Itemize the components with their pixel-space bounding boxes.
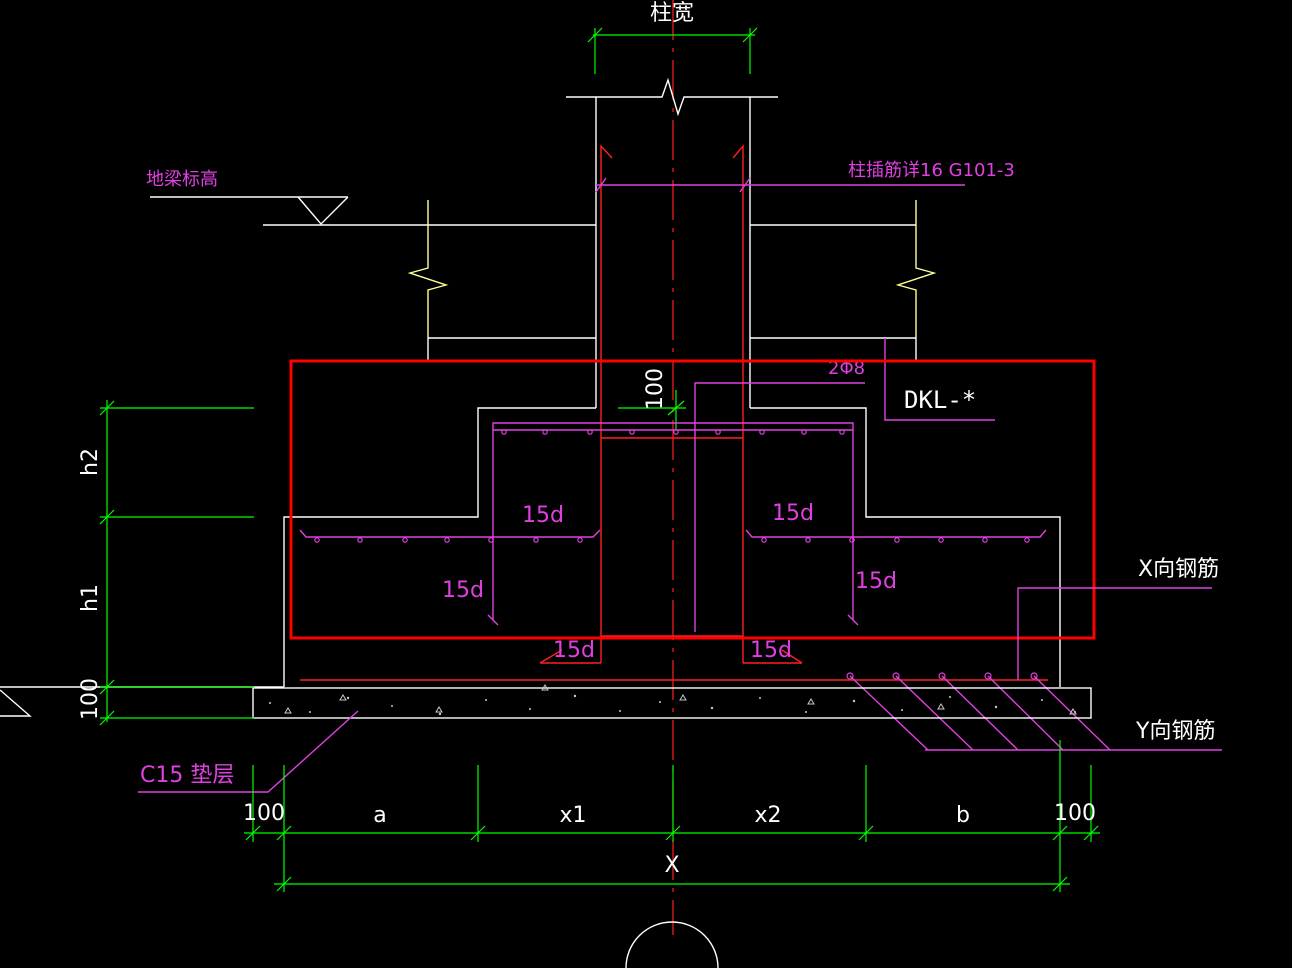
stirrup-label: 2Φ8	[828, 358, 865, 379]
y-rebar-annotation: Y向钢筋	[846, 672, 1222, 751]
dim-x2: x2	[754, 803, 781, 828]
pad-layer-annotation: C15 垫层	[138, 710, 359, 793]
anchor-mid-left: 15d	[442, 578, 484, 603]
highlight-box	[289, 359, 1096, 640]
cover-label: 100	[643, 368, 668, 410]
h2-label: h2	[78, 448, 103, 476]
upper-rebar-mesh: 15d 15d 15d 15d	[442, 422, 897, 626]
cover-dimension: 100	[618, 368, 686, 430]
column-width-label: 柱宽	[650, 1, 694, 26]
h1-label: h1	[78, 584, 103, 612]
pad-layer	[252, 684, 1092, 719]
dim-b: b	[956, 803, 970, 828]
step-rebar-left	[299, 529, 601, 543]
column-width-dimension: 柱宽	[587, 1, 758, 74]
column-dowel-rebars	[300, 144, 1048, 681]
pad-thickness-label: 100	[78, 678, 103, 720]
column-break-line	[566, 77, 778, 117]
anchor-bot-left: 15d	[553, 638, 595, 663]
foundation-outline	[283, 407, 1061, 687]
ground-beam-right	[750, 200, 937, 362]
anchor-top-left: 15d	[522, 503, 564, 528]
anchor-mid-right: 15d	[855, 569, 897, 594]
ground-beam-elevation-label: 地梁标高	[146, 169, 218, 190]
x-rebar-label: X向钢筋	[1138, 557, 1219, 582]
dim-total: X	[664, 853, 679, 878]
dim-x1: x1	[559, 803, 586, 828]
dim-left-100: 100	[243, 801, 285, 826]
ground-marker-left	[0, 686, 284, 717]
column-dowel-annotation: 柱插筋详16 G101-3	[595, 160, 1015, 193]
beam-tag: DKL-*	[884, 338, 995, 421]
column-outline	[595, 97, 751, 408]
anchor-bot-right: 15d	[750, 638, 792, 663]
stirrup-annotation: 2Φ8	[694, 358, 865, 632]
axis-bubble	[625, 921, 719, 968]
dim-right-100: 100	[1054, 801, 1096, 826]
height-dimensions: h2 h1 100	[78, 400, 254, 726]
bottom-anchor-labels: 15d 15d	[553, 638, 792, 663]
ground-beam-elevation-marker: 地梁标高	[146, 169, 428, 226]
pad-layer-label: C15 垫层	[140, 763, 234, 788]
dim-a: a	[373, 803, 386, 828]
beam-tag-label: DKL-*	[904, 386, 976, 414]
step-rebar-right	[745, 529, 1047, 543]
anchor-top-right: 15d	[772, 501, 814, 526]
x-rebar-annotation: X向钢筋	[1017, 557, 1219, 680]
ground-beam-left	[407, 200, 596, 362]
horizontal-dimensions: 100 a x1 x2 b 100 X	[243, 740, 1100, 892]
y-rebar-label: Y向钢筋	[1135, 719, 1215, 744]
column-dowel-label: 柱插筋详16 G101-3	[848, 160, 1015, 181]
